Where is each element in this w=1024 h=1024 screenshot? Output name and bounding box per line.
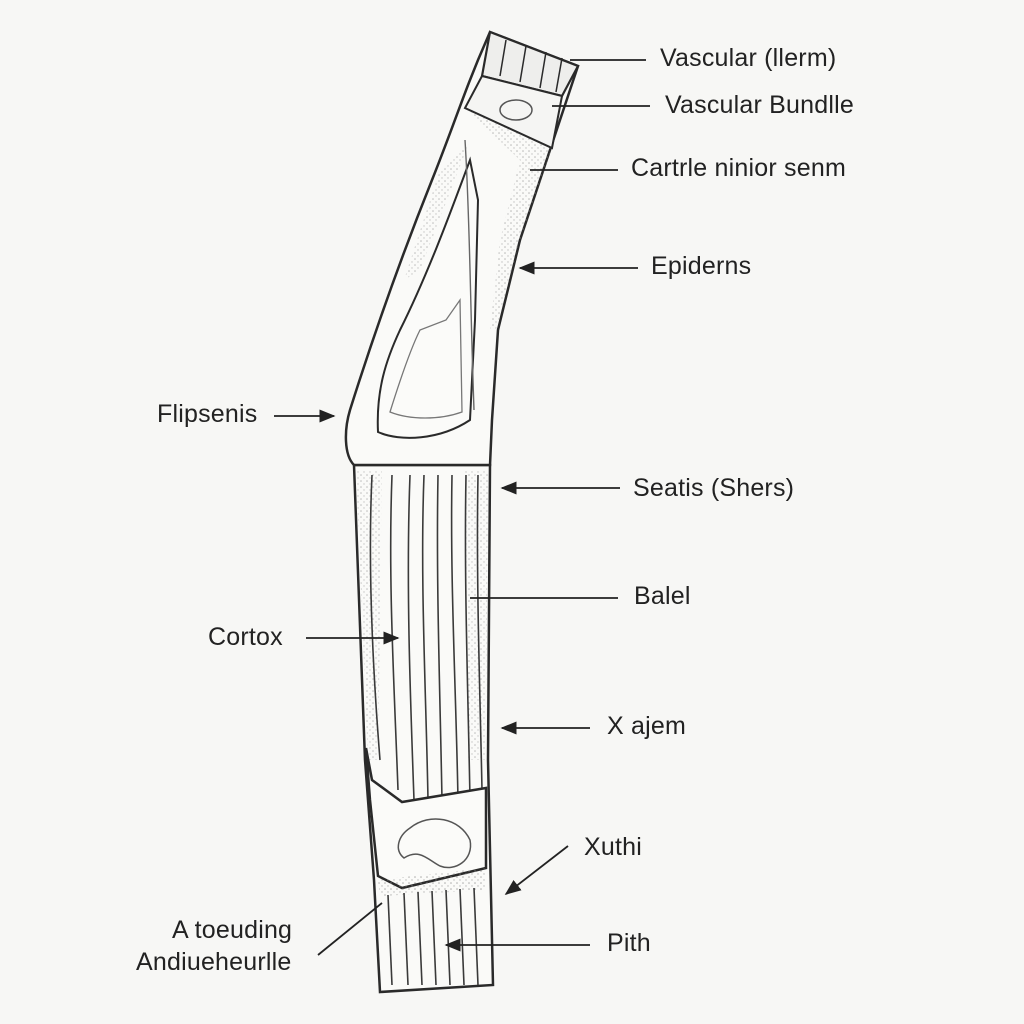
label-cortox: Cortox bbox=[208, 623, 283, 651]
leader-lines bbox=[274, 59, 650, 956]
label-seatis: Seatis (Shers) bbox=[633, 474, 795, 502]
wrap-band bbox=[364, 747, 488, 896]
label-cartrle: Cartrle ninior senm bbox=[631, 154, 846, 182]
label-a-toeuding-line1: A toeuding bbox=[172, 916, 293, 944]
upper-stem bbox=[344, 30, 580, 467]
label-xuthi: Xuthi bbox=[584, 833, 642, 861]
label-flipsenis: Flipsenis bbox=[157, 400, 258, 428]
label-vascular-llerm: Vascular (llerm) bbox=[660, 44, 837, 72]
label-epiderns: Epiderns bbox=[651, 252, 752, 280]
label-x-ajem: X ajem bbox=[607, 712, 687, 740]
label-vascular-bundle: Vascular Bundlle bbox=[665, 91, 854, 119]
basal-fibers bbox=[387, 887, 479, 986]
leader-a-toeuding bbox=[317, 902, 383, 956]
lower-stem bbox=[352, 463, 495, 994]
leader-xuthi bbox=[504, 845, 569, 895]
label-balel: Balel bbox=[634, 582, 691, 610]
label-pith: Pith bbox=[607, 929, 651, 957]
label-a-toeuding-line2: Andiueheurlle bbox=[136, 948, 292, 976]
